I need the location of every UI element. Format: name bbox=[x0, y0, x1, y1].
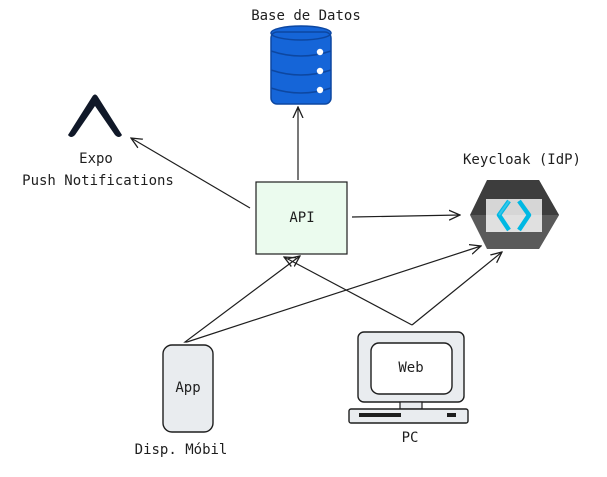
pc-inner-label: Web bbox=[398, 360, 423, 376]
edge-mobile-to-keycloak bbox=[186, 246, 481, 343]
mobile-inner-label: App bbox=[175, 380, 200, 396]
expo-node: Expo Push Notifications bbox=[22, 94, 174, 189]
mobile-node: App Disp. Móbil bbox=[135, 344, 228, 458]
database-label: Base de Datos bbox=[251, 8, 361, 24]
edges bbox=[131, 107, 502, 343]
keycloak-label: Keycloak (IdP) bbox=[463, 152, 581, 168]
database-node: Base de Datos bbox=[251, 8, 361, 105]
mobile-phone-icon bbox=[162, 344, 214, 433]
api-box bbox=[255, 181, 348, 255]
pc-caption: PC bbox=[402, 430, 419, 446]
edge-pc-to-api bbox=[284, 257, 413, 326]
edge-mobile-to-api bbox=[183, 256, 300, 343]
edge-api-to-keycloak bbox=[351, 215, 460, 217]
pc-node: Web PC bbox=[348, 331, 469, 446]
edge-api-to-expo bbox=[131, 138, 251, 209]
keycloak-logo-icon bbox=[470, 180, 559, 249]
database-icon bbox=[270, 25, 332, 105]
mobile-caption: Disp. Móbil bbox=[135, 442, 228, 458]
expo-label-line1: Expo bbox=[79, 151, 113, 167]
expo-logo-icon bbox=[68, 94, 122, 137]
api-node: API bbox=[255, 181, 348, 255]
edge-pc-to-keycloak bbox=[411, 252, 502, 326]
keycloak-node: Keycloak (IdP) bbox=[463, 152, 581, 249]
computer-icon bbox=[348, 331, 469, 424]
expo-label-line2: Push Notifications bbox=[22, 173, 174, 189]
api-label: API bbox=[289, 210, 314, 226]
